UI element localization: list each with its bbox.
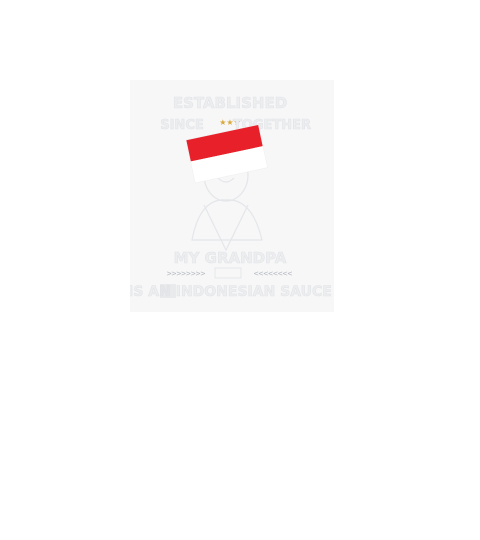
arrows-left: >>>>>>>> xyxy=(167,269,206,278)
headline-grandpa: MY GRANDPA xyxy=(174,249,287,267)
headline-second-left: SINCE xyxy=(160,118,204,133)
flag-white-stripe xyxy=(190,146,268,184)
bottom-mark xyxy=(160,284,176,298)
headline-top: ESTABLISHED xyxy=(173,94,287,112)
stars-icon: ★★★ xyxy=(219,118,241,127)
arrows-right: <<<<<<<< xyxy=(254,269,293,278)
flag-red-stripe xyxy=(186,124,263,162)
headline-bottom: IS AN INDONESIAN SAUCE xyxy=(130,284,332,300)
indonesia-flag-icon xyxy=(185,124,268,184)
design-background xyxy=(130,80,334,312)
design-svg: ESTABLISHED SINCE ★★★ TOGETHER MY GRANDP… xyxy=(130,80,334,312)
badge-outline xyxy=(214,267,242,279)
tshirt-design: ESTABLISHED SINCE ★★★ TOGETHER MY GRANDP… xyxy=(130,80,334,312)
